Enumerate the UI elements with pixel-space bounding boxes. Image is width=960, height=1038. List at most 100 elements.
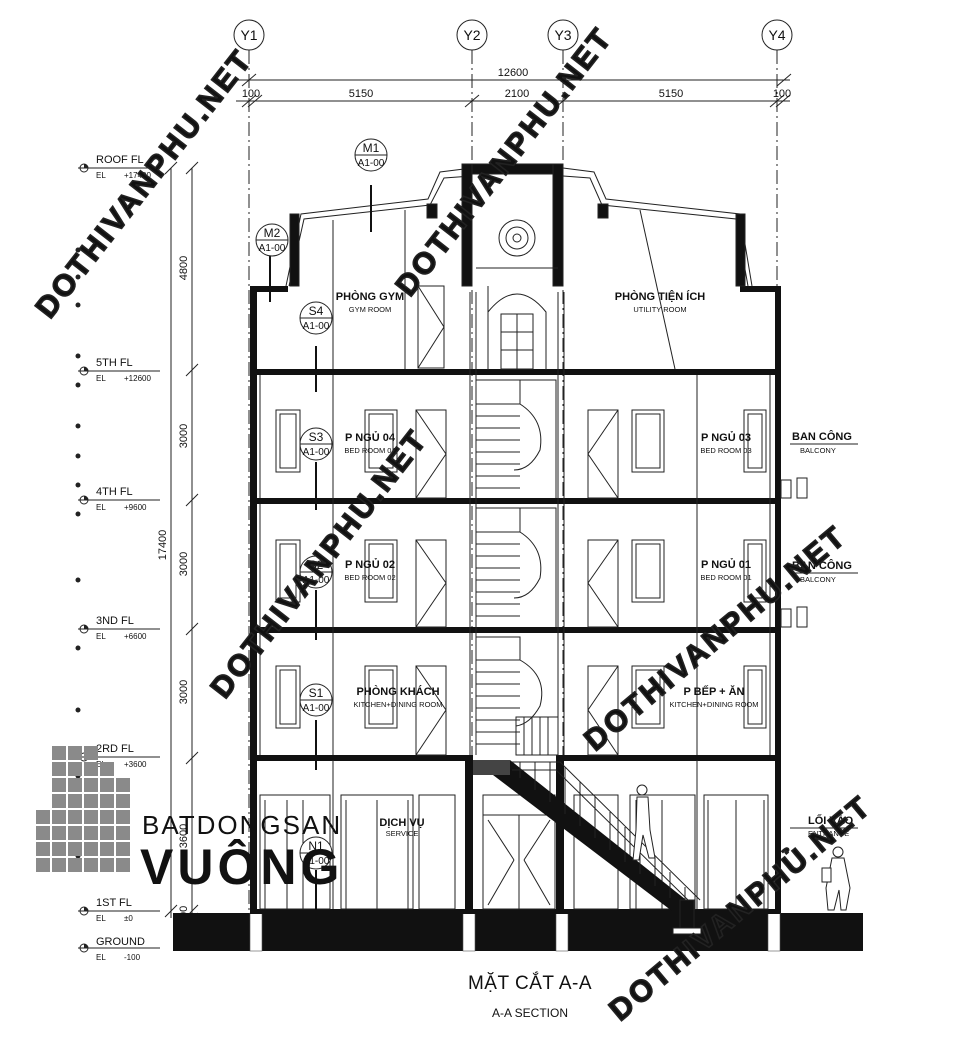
dim-floor-roof: 4800 bbox=[178, 256, 190, 280]
level-el-label-roof: EL bbox=[96, 171, 106, 180]
logo-text-line2: VUÔNG bbox=[140, 838, 343, 895]
room-living-sub: KITCHEN+DINING ROOM bbox=[354, 700, 443, 709]
drawing-title: MẶT CẮT A-A bbox=[468, 972, 592, 994]
level-el-label-5th: EL bbox=[96, 374, 106, 383]
dim-floor-2: 3600 bbox=[178, 824, 190, 848]
axis-label-y1: Y1 bbox=[240, 27, 257, 43]
room-service-sub: SERVICE bbox=[386, 829, 419, 838]
roof bbox=[285, 163, 753, 370]
ground-stair bbox=[473, 760, 702, 935]
level-el-label-4th: EL bbox=[96, 503, 106, 512]
watermark-2: DOTHIVANPHU.NET bbox=[390, 21, 620, 302]
level-el-value-roof: +17400 bbox=[124, 171, 151, 180]
foundation-columns bbox=[249, 912, 781, 952]
tag-n1-code: N1 bbox=[308, 839, 324, 853]
dim-seg-3: 2100 bbox=[505, 88, 529, 100]
callout-lines bbox=[790, 443, 858, 829]
dim-height-total: 17400 bbox=[157, 530, 169, 561]
dim-overall: 12600 bbox=[498, 67, 529, 79]
watermark-4: DOTHIVANPHU.NET bbox=[578, 519, 853, 757]
dim-seg-2: 5150 bbox=[349, 88, 373, 100]
level-marker-fills bbox=[75, 164, 88, 948]
level-name-3rd: 3ND FL bbox=[96, 615, 134, 627]
logo-mark bbox=[36, 746, 130, 872]
tag-s2-ref: A1-00 bbox=[303, 575, 330, 586]
section-tag-circles bbox=[255, 138, 388, 870]
level-el-value-2nd: +3600 bbox=[124, 760, 147, 769]
balcony-posts bbox=[780, 477, 808, 628]
tag-s3-code: S3 bbox=[309, 430, 324, 444]
entrance-name: LỐI VÀO bbox=[808, 813, 854, 827]
dim-floor-3: 3000 bbox=[178, 680, 190, 704]
tag-m2-code: M2 bbox=[264, 226, 281, 240]
watermark-3: DOTHIVANPHU.NET bbox=[205, 423, 435, 704]
interior-walls bbox=[259, 292, 771, 909]
tag-s2-code: S2 bbox=[309, 558, 324, 572]
tag-n1-ref: A1-00 bbox=[303, 856, 330, 867]
tag-s4-ref: A1-00 bbox=[303, 321, 330, 332]
balcony-upper-name: BAN CÔNG bbox=[792, 430, 852, 443]
dim-seg-4: 5150 bbox=[659, 88, 683, 100]
room-utility-name: PHÒNG TIỆN ÍCH bbox=[615, 290, 706, 303]
room-living-name: PHÒNG KHÁCH bbox=[356, 685, 439, 698]
room-bed01-name: P NGỦ 01 bbox=[701, 558, 751, 571]
level-name-4th: 4TH FL bbox=[96, 486, 133, 498]
level-el-value-5th: +12600 bbox=[124, 374, 151, 383]
balcony-lower-name: BAN CÔNG bbox=[792, 559, 852, 572]
level-el-label-1st: EL bbox=[96, 914, 106, 923]
level-el-label-ground: EL bbox=[96, 953, 106, 962]
room-bed03-sub: BED ROOM 03 bbox=[700, 446, 751, 455]
ground-band bbox=[173, 913, 863, 951]
room-bed04-name: P NGỦ 04 bbox=[345, 431, 396, 444]
room-kitchen-sub: KITCHEN+DINING ROOM bbox=[670, 700, 759, 709]
room-gym-sub: GYM ROOM bbox=[349, 305, 392, 314]
balcony-upper-sub: BALCONY bbox=[800, 446, 836, 455]
room-bed02-name: P NGỦ 02 bbox=[345, 558, 395, 571]
level-name-ground: GROUND bbox=[96, 936, 145, 948]
tag-s4-code: S4 bbox=[309, 304, 324, 318]
tag-s1-code: S1 bbox=[309, 686, 324, 700]
tag-s3-ref: A1-00 bbox=[303, 447, 330, 458]
balcony-lower-sub: BALCONY bbox=[800, 575, 836, 584]
room-bed03-name: P NGỦ 03 bbox=[701, 431, 751, 444]
room-kitchen-name: P BẾP + ĂN bbox=[683, 685, 744, 698]
dim-floor-4: 3000 bbox=[178, 552, 190, 576]
watermark-1: DOTHIVANPHU.NET bbox=[30, 43, 260, 324]
level-el-value-3rd: +6600 bbox=[124, 632, 147, 641]
dim-seg-5: 100 bbox=[773, 88, 791, 100]
logo-text-line1: BATDONGSAN bbox=[142, 810, 342, 840]
level-name-1st: 1ST FL bbox=[96, 897, 132, 909]
person-figures bbox=[632, 784, 851, 911]
tag-m1-code: M1 bbox=[363, 141, 380, 155]
building-structure bbox=[173, 286, 863, 952]
dim-floor-5: 3000 bbox=[178, 424, 190, 448]
tag-m2-ref: A1-00 bbox=[259, 243, 286, 254]
dim-seg-1: 100 bbox=[242, 88, 260, 100]
drawing-subtitle: A-A SECTION bbox=[492, 1006, 568, 1020]
top-dimension-lines bbox=[236, 73, 792, 108]
tag-s1-ref: A1-00 bbox=[303, 703, 330, 714]
level-name-roof: ROOF FL bbox=[96, 154, 144, 166]
room-gym-name: PHÒNG GYM bbox=[336, 290, 404, 303]
section-cut-marks bbox=[269, 185, 372, 920]
room-service-name: DỊCH VỤ bbox=[379, 817, 424, 829]
level-name-5th: 5TH FL bbox=[96, 357, 133, 369]
level-el-value-ground: -100 bbox=[124, 953, 141, 962]
level-el-label-3rd: EL bbox=[96, 632, 106, 641]
outer-walls bbox=[250, 286, 781, 913]
room-utility-sub: UTILITY ROOM bbox=[633, 305, 686, 314]
left-dimension-lines bbox=[164, 161, 199, 926]
level-el-value-4th: +9600 bbox=[124, 503, 147, 512]
tag-m1-ref: A1-00 bbox=[358, 158, 385, 169]
axis-label-y3: Y3 bbox=[554, 27, 571, 43]
level-el-value-1st: ±0 bbox=[124, 914, 133, 923]
entrance-sub: ENTRANCE bbox=[808, 829, 849, 838]
room-bed01-sub: BED ROOM 01 bbox=[700, 573, 751, 582]
stairs bbox=[476, 379, 559, 756]
room-bed04-sub: BED ROOM 04 bbox=[344, 446, 395, 455]
axis-label-y4: Y4 bbox=[768, 27, 785, 43]
room-bed02-sub: BED ROOM 02 bbox=[344, 573, 395, 582]
axis-label-y2: Y2 bbox=[463, 27, 480, 43]
level-name-2nd: 2RD FL bbox=[96, 743, 134, 755]
